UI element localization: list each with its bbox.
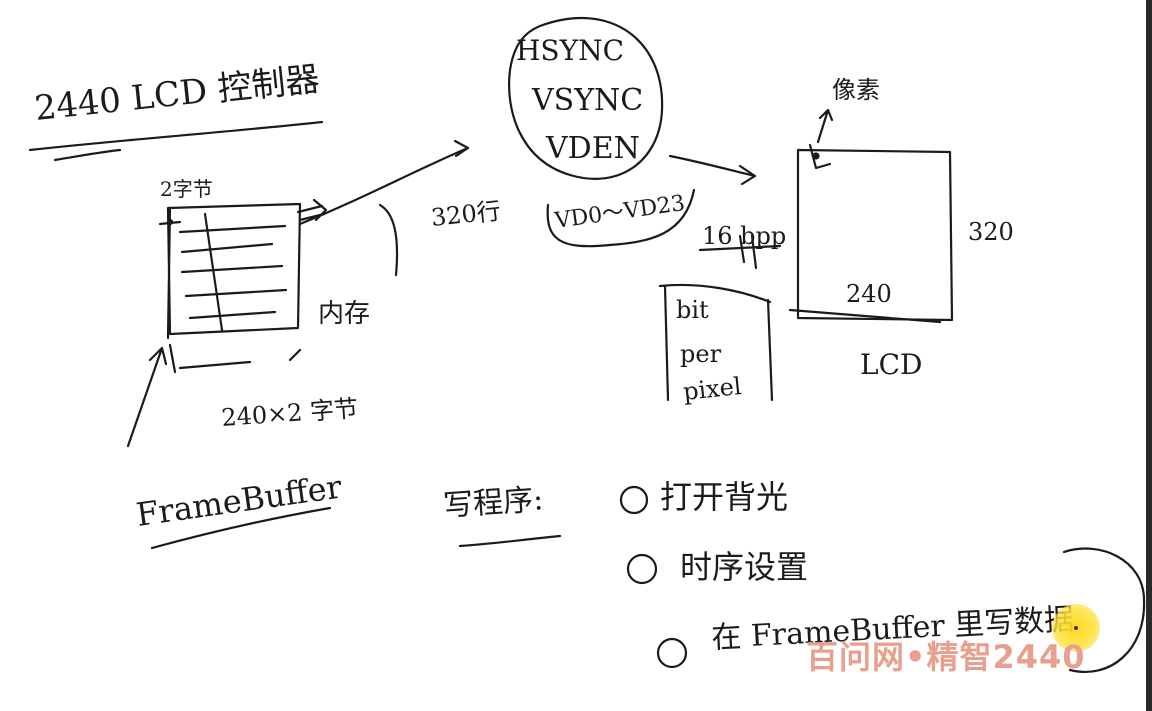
step-1-text: 打开背光 bbox=[660, 478, 788, 516]
signal-hsync: HSYNC bbox=[516, 34, 624, 67]
window-edge bbox=[1146, 0, 1152, 711]
title-underline bbox=[28, 120, 324, 152]
watermark: 百问网•精智2440 bbox=[806, 638, 1086, 676]
step-3-number: ③ bbox=[661, 661, 662, 663]
bpp-word-pixel: pixel bbox=[682, 372, 743, 406]
step-1-number: ① bbox=[623, 508, 624, 510]
program-label: 写程序: bbox=[442, 482, 544, 524]
pixel-label: 像素 bbox=[832, 76, 880, 104]
lcd-panel bbox=[796, 148, 954, 322]
program-underline bbox=[458, 534, 562, 548]
lcd-width-label: 240 bbox=[846, 280, 892, 308]
row-size-label: 240×2 字节 bbox=[220, 395, 358, 432]
row-size-bracket bbox=[168, 343, 302, 374]
step-2-number: ② bbox=[631, 577, 632, 579]
lcd-height-label: 320 bbox=[968, 218, 1014, 246]
lcd-label: LCD bbox=[860, 348, 922, 381]
bpp-label: 16 bpp bbox=[702, 222, 786, 250]
title-underline-2 bbox=[53, 148, 122, 162]
signal-vden: VDEN bbox=[545, 131, 640, 166]
arrow-framebuffer bbox=[126, 346, 168, 448]
title-text: 2440 LCD 控制器 bbox=[33, 59, 322, 129]
bytes-label: 2字节 bbox=[160, 177, 213, 201]
framebuffer-label: FrameBuffer bbox=[134, 467, 345, 534]
framebuffer-underline bbox=[150, 506, 332, 550]
memory-label: 内存 bbox=[318, 299, 370, 329]
pixel-arrow bbox=[816, 108, 834, 144]
vd-label: VD0～VD23 bbox=[552, 191, 686, 234]
signals-blob bbox=[508, 16, 664, 180]
signal-vsync: VSYNC bbox=[531, 83, 643, 118]
step-2-text: 时序设置 bbox=[680, 548, 808, 586]
memory-bracket bbox=[378, 203, 399, 277]
bpp-word-bit: bit bbox=[676, 296, 709, 324]
vd-bracket bbox=[546, 188, 696, 248]
double-arrow bbox=[296, 198, 328, 222]
bpp-word-per: per bbox=[680, 340, 722, 368]
memory-rows bbox=[178, 224, 288, 320]
rows-label: 320行 bbox=[430, 197, 502, 232]
arrow-to-lcd bbox=[668, 154, 757, 186]
bpp-bracket bbox=[658, 283, 774, 402]
pointer-icon bbox=[1074, 626, 1078, 630]
